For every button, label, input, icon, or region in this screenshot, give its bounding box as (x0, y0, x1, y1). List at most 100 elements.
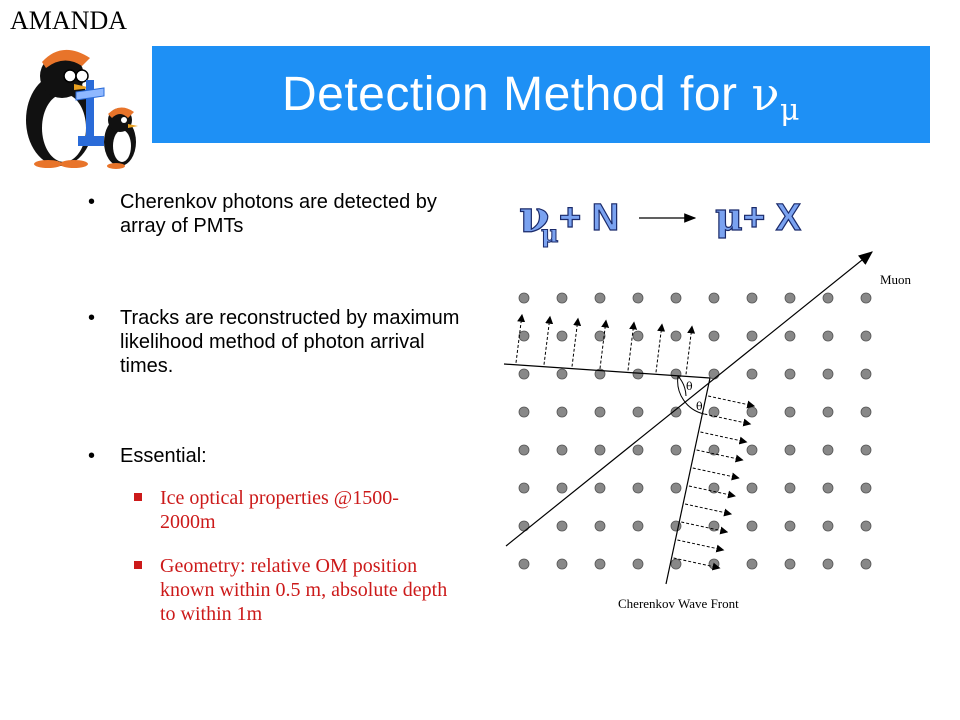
reaction-mu-sub: μ (541, 219, 559, 248)
optical-module-dot (860, 444, 872, 456)
optical-module-dot (556, 558, 568, 570)
optical-module-dot (518, 368, 530, 380)
optical-module-dot (746, 482, 758, 494)
reaction-equation: ν μ + N μ + X (518, 191, 802, 248)
photon-arrow (685, 325, 696, 375)
optical-module-dot (746, 558, 758, 570)
optical-module-dot (860, 558, 872, 570)
optical-module-dot (594, 368, 606, 380)
optical-module-dot (556, 482, 568, 494)
optical-module-dot (860, 482, 872, 494)
photon-arrow (704, 413, 752, 427)
optical-module-dot (632, 520, 644, 532)
optical-module-dot (822, 444, 834, 456)
optical-module-dot (556, 444, 568, 456)
penguin-scientists-logo (26, 49, 138, 169)
optical-module-dot (746, 520, 758, 532)
title-text: Detection Method for (281, 68, 738, 121)
optical-module-dot (518, 482, 530, 494)
photon-arrow (688, 485, 736, 499)
bullet-dot-icon: • (88, 191, 96, 213)
photon-arrow (692, 467, 740, 481)
optical-module-dot (746, 444, 758, 456)
optical-module-dot (556, 520, 568, 532)
photon-arrow (627, 321, 638, 371)
photon-arrows-down (673, 395, 756, 571)
optical-module-dot (860, 368, 872, 380)
photon-arrow (515, 313, 526, 363)
optical-module-dot (860, 520, 872, 532)
sub-bullet-text: Ice optical properties @1500-2000m (160, 487, 399, 533)
optical-module-dot (556, 368, 568, 380)
theta-arc-lower (677, 375, 705, 415)
photon-arrow (696, 449, 744, 463)
bullet-text: Cherenkov photons are detected by array … (120, 191, 437, 237)
photon-arrow (599, 319, 610, 369)
wavefront-lower-line (665, 377, 711, 585)
optical-module-dot (594, 482, 606, 494)
optical-module-dot (518, 558, 530, 570)
optical-module-dot (632, 292, 644, 304)
muon-label: Muon (880, 272, 912, 287)
optical-module-dot (556, 406, 568, 418)
optical-module-dot (746, 330, 758, 342)
theta-arc-upper (677, 375, 687, 397)
muon-track-line (505, 251, 873, 547)
wavefront-label: Cherenkov Wave Front (618, 596, 739, 611)
optical-module-dot (632, 558, 644, 570)
optical-module-dot (708, 292, 720, 304)
optical-module-dot (518, 520, 530, 532)
optical-module-dot (822, 520, 834, 532)
optical-module-dot (518, 330, 530, 342)
optical-module-dot (518, 444, 530, 456)
optical-module-dot (670, 558, 682, 570)
bullet-text: Tracks are reconstructed by maximum like… (120, 307, 460, 377)
reaction-plus-x: + X (743, 197, 802, 239)
reaction-plus-n: + N (559, 197, 619, 239)
optical-module-dot (594, 520, 606, 532)
optical-module-dot (784, 292, 796, 304)
optical-module-dot (518, 406, 530, 418)
bullet-dot-icon: • (88, 445, 96, 467)
optical-module-dot (860, 406, 872, 418)
optical-module-dot (822, 482, 834, 494)
photon-arrow (673, 557, 721, 571)
reaction-nu: ν (519, 192, 550, 243)
optical-module-dot (822, 368, 834, 380)
photon-arrows-up (515, 313, 696, 375)
optical-module-dot (860, 330, 872, 342)
nu-symbol: ν (751, 67, 781, 121)
optical-module-dot (556, 330, 568, 342)
optical-module-dot (708, 330, 720, 342)
photon-arrow (543, 315, 554, 365)
optical-module-dot (746, 292, 758, 304)
theta-label-upper: θ (686, 380, 693, 393)
optical-module-dot (784, 330, 796, 342)
cherenkov-detection-diagram: θ θ Muon Cherenkov Wave Front (503, 251, 912, 611)
optical-module-dot (860, 292, 872, 304)
optical-module-dot (594, 444, 606, 456)
optical-module-dot (784, 558, 796, 570)
photon-arrow (684, 503, 733, 517)
square-bullet-icon (134, 493, 142, 501)
optical-module-dot (746, 368, 758, 380)
optical-module-dot (708, 482, 720, 494)
reaction-mu: μ (715, 194, 743, 239)
photon-arrow (655, 323, 666, 373)
sub-bullet-text: Geometry: relative OM position known wit… (160, 555, 448, 625)
optical-module-dot (518, 292, 530, 304)
photon-arrow (681, 521, 729, 535)
amanda-label: AMANDA (10, 6, 127, 35)
optical-module-dot (708, 558, 720, 570)
optical-module-dot (708, 368, 720, 380)
optical-module-dot (784, 444, 796, 456)
optical-module-dot (556, 292, 568, 304)
optical-module-dot (784, 406, 796, 418)
optical-module-dot (632, 406, 644, 418)
optical-module-dot (822, 406, 834, 418)
optical-module-dot (632, 368, 644, 380)
photon-arrow (571, 317, 582, 367)
optical-module-dot (670, 406, 682, 418)
